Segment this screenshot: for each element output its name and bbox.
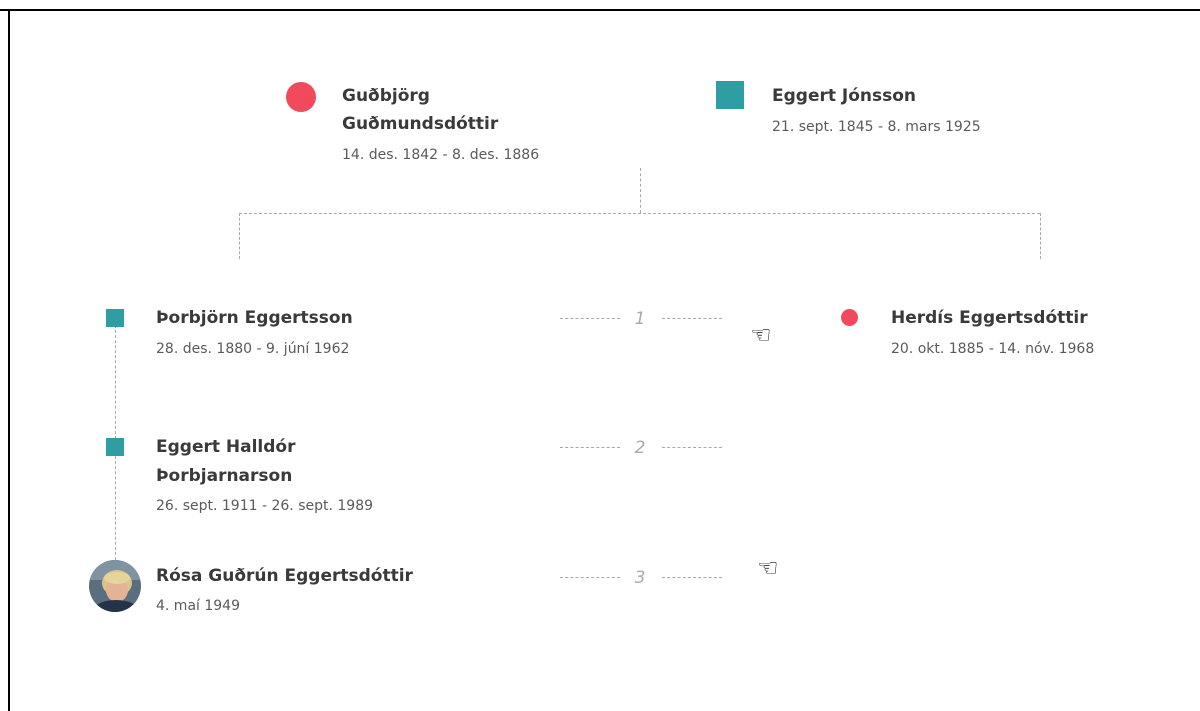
pointing-hand-icon: ☜ [757,554,779,582]
person-eggert-halldor-name-line1[interactable]: Eggert Halldór [156,437,296,457]
generation-2-dash-left [560,447,620,448]
generation-number-2: 2 [634,438,646,458]
person-herdis-name[interactable]: Herdís Eggertsdóttir [891,308,1088,328]
female-circle-icon [841,309,858,326]
frame-top-border [0,9,1200,11]
mother-name-line1[interactable]: Guðbjörg [342,86,430,106]
generation-3-dash-right [662,577,722,578]
avatar-photo-icon [89,560,141,612]
person-thorbjorn-dates: 28. des. 1880 - 9. júní 1962 [156,341,350,357]
generation-number-3: 3 [634,568,646,588]
avatar[interactable] [89,560,141,612]
person-herdis-dates: 20. okt. 1885 - 14. nóv. 1968 [891,341,1095,357]
generation-1-dash-right [662,318,722,319]
pointing-hand-icon: ☜ [750,321,772,349]
person-eggert-halldor-name-line2[interactable]: Þorbjarnarson [156,466,293,486]
mother-dates: 14. des. 1842 - 8. des. 1886 [342,147,540,163]
person-thorbjorn-name[interactable]: Þorbjörn Eggertsson [156,308,353,328]
generation-3-dash-left [560,577,620,578]
left-branch-connector [239,213,240,259]
parents-connector-vertical [640,168,641,213]
generation-1-dash-left [560,318,620,319]
siblings-connector-horizontal [239,213,1040,214]
person-eggert-halldor-dates: 26. sept. 1911 - 26. sept. 1989 [156,498,374,514]
female-circle-icon [286,82,316,112]
frame-left-border [8,9,10,711]
generation-number-1: 1 [634,309,646,329]
father-dates: 21. sept. 1845 - 8. mars 1925 [772,119,981,135]
male-square-icon [106,309,124,327]
right-branch-connector [1040,213,1041,259]
father-name[interactable]: Eggert Jónsson [772,86,917,106]
person-rosa-name[interactable]: Rósa Guðrún Eggertsdóttir [156,566,413,586]
mother-name-line2[interactable]: Guðmundsdóttir [342,114,499,134]
male-square-icon [716,81,744,109]
generation-2-dash-right [662,447,722,448]
person-rosa-dates: 4. maí 1949 [156,598,240,614]
male-square-icon [106,438,124,456]
